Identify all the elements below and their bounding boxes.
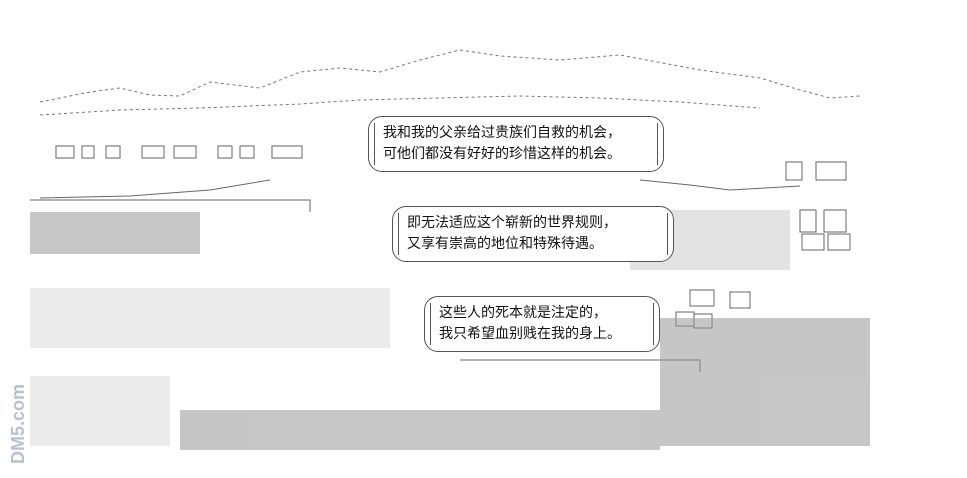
bubble-3-line-2: 我只希望血别贱在我的身上。 <box>439 326 621 342</box>
bubble-1-line-1: 我和我的父亲给过贵族们自救的机会， <box>383 125 621 141</box>
bubble-2-line-1: 即无法适应这个崭新的世界规则， <box>407 215 617 231</box>
speech-bubble-3: 这些人的死本就是注定的， 我只希望血别贱在我的身上。 <box>424 296 660 352</box>
watermark-text: DM5.com <box>8 384 28 464</box>
speech-bubble-2: 即无法适应这个崭新的世界规则， 又享有崇高的地位和特殊待遇。 <box>392 206 674 262</box>
site-watermark-logo: DM5.com <box>8 384 28 464</box>
bubble-3-line-1: 这些人的死本就是注定的， <box>439 305 607 321</box>
bubble-1-line-2: 可他们都没有好好的珍惜这样的机会。 <box>383 146 621 162</box>
mountain-ridge <box>39 49 861 116</box>
speech-bubble-1: 我和我的父亲给过贵族们自救的机会， 可他们都没有好好的珍惜这样的机会。 <box>368 116 664 172</box>
bubble-2-line-2: 又享有崇高的地位和特殊待遇。 <box>407 236 603 252</box>
